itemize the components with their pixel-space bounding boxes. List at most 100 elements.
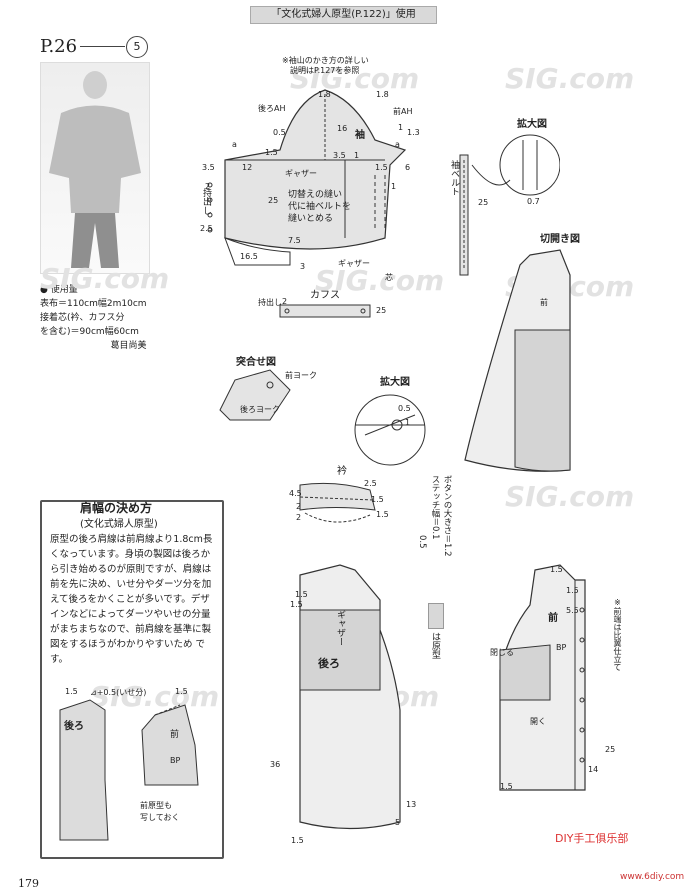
dim: 6 (405, 163, 411, 172)
box-formula: ⊿+0.5(いせ分) (90, 688, 147, 697)
dim: 1.5 (500, 782, 513, 791)
stitch-width2: 0.5 (417, 535, 427, 549)
dim: a (232, 140, 237, 149)
dim: 0.5 (273, 128, 286, 137)
dim: 1.5 (290, 600, 303, 609)
collar-title: 衿 (337, 466, 347, 477)
collar-diagram (299, 482, 376, 523)
dim: 1.5 (295, 590, 308, 599)
box-subtitle: (文化式婦人原型) (80, 519, 158, 530)
box-dim-right: 1.5 (175, 687, 188, 696)
site-logo: DIY手工俱乐部 (555, 832, 629, 845)
fabric-usage: ● 使用量 表布＝110cm幅2m10cm 接着芯(衿、カフス分 を含む)＝90… (40, 283, 147, 353)
dim: 3.5 (202, 163, 215, 172)
dim: 2 (296, 513, 302, 522)
dim: 2.5 (200, 224, 213, 233)
dim: 4.5 (289, 489, 302, 498)
joined-yoke-diagram (219, 369, 291, 421)
box-title: 肩幅の決め方 (80, 501, 153, 515)
box-dim-left: 1.5 (65, 687, 78, 696)
dim: 1.5 (376, 510, 389, 519)
dim: 14 (588, 765, 599, 774)
box-note1: 前原型も (140, 801, 172, 810)
header-title: 「文化式婦人原型(P.122)」使用 (250, 6, 437, 24)
front-note: ※前端は比翼仕立て (613, 598, 622, 671)
author: 葛目尚美 (110, 341, 147, 351)
watermark: SIG.com (90, 680, 220, 713)
zoom1-title: 拡大図 (517, 119, 547, 130)
dim: 1 (354, 151, 360, 160)
legend-text: は原型 (430, 632, 440, 659)
dim: a (395, 140, 400, 149)
dim: 2 (296, 502, 302, 511)
box-bp: BP (170, 756, 181, 765)
dim: 5.5 (566, 606, 579, 615)
zoom2-diagram (354, 394, 426, 466)
cut-open-title: 切開き図 (540, 234, 580, 245)
back-gather: ギャザー (335, 610, 345, 646)
front-yoke-label: 前ヨーク (285, 371, 317, 380)
dim: 1.5 (375, 163, 388, 172)
page-label: P.26 (40, 36, 78, 57)
back-ah-label: 後ろAH (258, 104, 286, 113)
dim: 13 (406, 800, 417, 809)
stitch-width: ステッチ幅＝0.1 (430, 475, 440, 540)
dim: 2 (282, 297, 288, 306)
box-body: 原型の後ろ肩線は前肩線より1.8cm長くなっています。身頃の製図は後ろから引き始… (50, 534, 213, 665)
dim: 2 (205, 182, 211, 191)
dim: 16 (337, 124, 348, 133)
dim: 1.5 (291, 836, 304, 845)
watermark: SIG.com (290, 62, 420, 95)
front-ah-label: 前AH (393, 107, 413, 116)
joined-title: 突合せ図 (236, 357, 276, 368)
dim: 1 (405, 418, 411, 427)
dim: 25 (478, 198, 489, 207)
info-box (40, 500, 224, 859)
cut-open-front: 前 (540, 298, 548, 307)
dim: 5 (395, 818, 401, 827)
front-close: 閉じる (490, 648, 514, 657)
model-figure-icon (49, 71, 141, 268)
model-photo (40, 62, 150, 274)
watermark: SIG.com (40, 262, 170, 295)
fabric-line2: 接着芯(衿、カフス分 (40, 313, 125, 323)
page-number: 179 (18, 877, 39, 890)
box-back: 後ろ (64, 721, 84, 732)
sleeve-pattern (207, 89, 407, 266)
dim: 1.8 (318, 90, 331, 99)
back-body-pattern (299, 564, 401, 830)
box-front: 前 (170, 730, 180, 740)
dim: 1.5 (550, 565, 563, 574)
front-body-pattern (499, 564, 586, 791)
dim: 1.8 (376, 90, 389, 99)
dim: 16.5 (240, 252, 258, 261)
dim: 1.5 (566, 586, 579, 595)
pattern-number: 5 (126, 36, 148, 58)
dim: 1.5 (265, 148, 278, 157)
sleeve-gather: ギャザー (285, 169, 317, 178)
cuff-placket: 持出し (258, 298, 282, 307)
cuff-diagram (279, 304, 371, 318)
sleeve-placket: 持出し (201, 188, 211, 215)
dim: 3.5 (333, 151, 346, 160)
dim: 36 (270, 760, 281, 769)
dim: 1 (391, 182, 397, 191)
watermark: SIG.com (315, 264, 445, 297)
site-url: www.6diy.com (620, 872, 685, 882)
dim: 3 (300, 262, 306, 271)
zoom1-diagram (459, 134, 560, 276)
dim: 12 (242, 163, 253, 172)
sleeve-note2: 説明はP.127を参照 (290, 66, 360, 75)
dim: 1.5 (371, 495, 384, 504)
watermark: SIG.com (505, 480, 635, 513)
dim: 25 (605, 745, 616, 754)
legend-swatch (428, 603, 444, 629)
fabric-line1: 表布＝110cm幅2m10cm (40, 299, 147, 309)
dim: 25 (268, 196, 279, 205)
fabric-heading: ● 使用量 (40, 285, 78, 295)
zoom2-title: 拡大図 (380, 377, 410, 388)
shoulder-diagram (59, 699, 199, 841)
sleeve-gather2: ギャザー (338, 259, 370, 268)
cut-open-diagram (464, 249, 571, 472)
front-label: 前 (548, 613, 558, 624)
